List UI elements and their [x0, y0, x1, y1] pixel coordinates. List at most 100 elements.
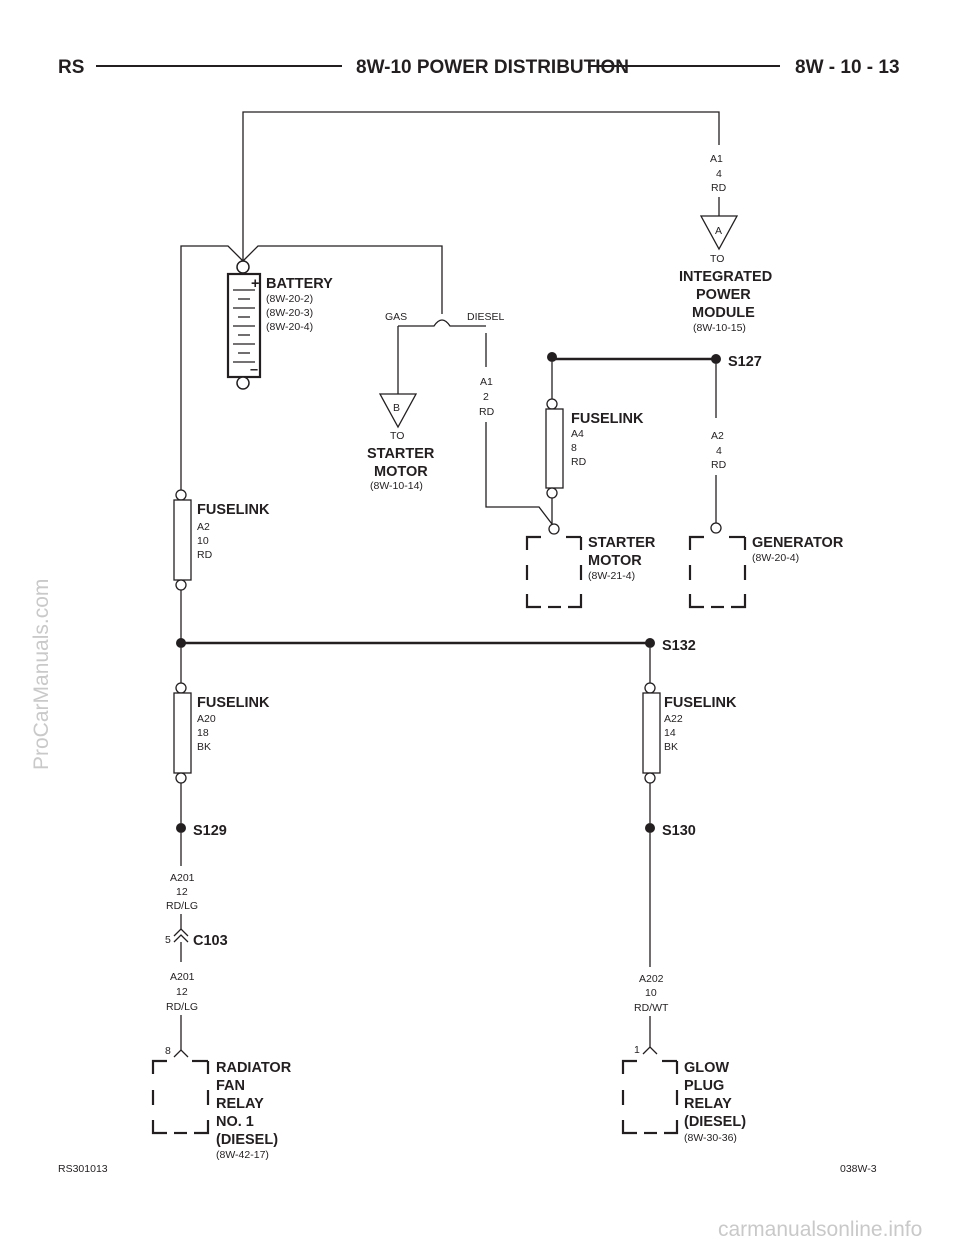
fuselink-a4-circuit: A4 — [571, 428, 584, 440]
glow-relay-pin: 1 — [634, 1044, 640, 1056]
s127-right-node — [711, 354, 721, 364]
connector-a-letter: A — [715, 225, 722, 237]
connector-a-to: TO — [710, 253, 724, 265]
battery-minus-sign: – — [250, 362, 258, 378]
wire-a2-gen-color: RD — [711, 459, 727, 471]
s132-right-node — [645, 638, 655, 648]
diesel-variant-label: DIESEL — [467, 311, 505, 323]
splice-s132-label: S132 — [662, 638, 696, 654]
radiator-relay-name-line-3: RELAY — [216, 1096, 264, 1112]
wire-a1-ipm-color: RD — [711, 182, 727, 194]
c103-pin: 5 — [165, 934, 171, 946]
header-section-code: RS — [58, 57, 84, 78]
starter-gas-name-line-1: STARTER — [367, 446, 435, 462]
side-watermark: ProCarManuals.com — [30, 579, 53, 770]
c103-label: C103 — [193, 933, 228, 949]
wire-a2-gen-circuit: A2 — [711, 430, 724, 442]
radiator-relay-name-line-4: NO. 1 — [216, 1114, 254, 1130]
starter-diesel-ref: (8W-21-4) — [588, 570, 635, 582]
wire-a1-ipm-circuit: A1 — [710, 153, 723, 165]
wire-a202-gauge: 10 — [645, 987, 657, 999]
radiator-relay-pin-symbol — [173, 1049, 189, 1058]
ipm-name-line-3: MODULE — [692, 305, 755, 321]
fuselink-a22-circuit: A22 — [664, 713, 683, 725]
glow-relay-box — [621, 1059, 679, 1135]
s127-left-node — [547, 352, 557, 362]
generator-terminal — [710, 522, 722, 534]
radiator-relay-name-line-5: (DIESEL) — [216, 1132, 278, 1148]
wire-a1-ipm-gauge: 4 — [716, 168, 722, 180]
wire-a1-diesel-color: RD — [479, 406, 495, 418]
fuselink-a2-color: RD — [197, 549, 213, 561]
glow-relay-name-line-1: GLOW — [684, 1060, 729, 1076]
fuselink-a20-label: FUSELINK — [197, 695, 270, 711]
starter-gas-name-line-2: MOTOR — [374, 464, 428, 480]
wire-a2-gen-gauge: 4 — [716, 445, 722, 457]
s129-node — [176, 823, 186, 833]
s130-node — [645, 823, 655, 833]
footer-right-code: 038W-3 — [840, 1163, 877, 1175]
glow-relay-name-line-3: RELAY — [684, 1096, 732, 1112]
starter-gas-ref: (8W-10-14) — [370, 480, 423, 492]
radiator-relay-name-line-2: FAN — [216, 1078, 245, 1094]
connector-b-triangle — [378, 393, 418, 429]
c103-connector-symbol — [173, 928, 189, 943]
battery-positive-wiring — [180, 111, 720, 529]
battery-plus-sign: + — [251, 276, 259, 292]
wire-a201-lower-color: RD/LG — [166, 1001, 198, 1013]
connector-b-to: TO — [390, 430, 404, 442]
wire-a1-diesel-circuit: A1 — [480, 376, 493, 388]
connector-a-triangle — [699, 215, 739, 251]
generator-box — [688, 535, 747, 609]
fuselink-a22-gauge: 14 — [664, 727, 676, 739]
wire-a201-upper-circuit: A201 — [170, 872, 195, 884]
fuselink-a4 — [545, 398, 564, 499]
ipm-ref: (8W-10-15) — [693, 322, 746, 334]
battery-ref-1: (8W-20-2) — [266, 293, 313, 305]
splice-s130-label: S130 — [662, 823, 696, 839]
glow-relay-name-line-4: (DIESEL) — [684, 1114, 746, 1130]
header-page-number: 8W - 10 - 13 — [795, 57, 900, 78]
radiator-relay-pin: 8 — [165, 1045, 171, 1057]
fuselink-a22-label: FUSELINK — [664, 695, 737, 711]
fuselink-a22-color: BK — [664, 741, 678, 753]
wire-a201-lower-gauge: 12 — [176, 986, 188, 998]
battery-ref-3: (8W-20-4) — [266, 321, 313, 333]
radiator-relay-ref: (8W-42-17) — [216, 1149, 269, 1161]
battery-symbol — [226, 260, 262, 390]
fuselink-a20-gauge: 18 — [197, 727, 209, 739]
fuselink-a4-gauge: 8 — [571, 442, 577, 454]
fuselink-a20-color: BK — [197, 741, 211, 753]
fuselink-a2-circuit: A2 — [197, 521, 210, 533]
ipm-name-line-1: INTEGRATED — [679, 269, 772, 285]
wire-a1-diesel-gauge: 2 — [483, 391, 489, 403]
glow-relay-ref: (8W-30-36) — [684, 1132, 737, 1144]
fuselink-a4-label: FUSELINK — [571, 411, 644, 427]
wire-a201-lower-circuit: A201 — [170, 971, 195, 983]
starter-diesel-name-line-2: MOTOR — [588, 553, 642, 569]
s132-left-node — [176, 638, 186, 648]
wire-a201-upper-gauge: 12 — [176, 886, 188, 898]
fuselink-a2 — [173, 489, 192, 591]
wire-a202-color: RD/WT — [634, 1002, 669, 1014]
fuselink-a20-circuit: A20 — [197, 713, 216, 725]
gas-variant-label: GAS — [385, 311, 407, 323]
splice-s129-label: S129 — [193, 823, 227, 839]
battery-ref-2: (8W-20-3) — [266, 307, 313, 319]
radiator-relay-name-line-1: RADIATOR — [216, 1060, 292, 1076]
fuselink-a2-gauge: 10 — [197, 535, 209, 547]
ipm-name-line-2: POWER — [696, 287, 751, 303]
generator-name: GENERATOR — [752, 535, 844, 551]
wire-a201-upper-color: RD/LG — [166, 900, 198, 912]
footer-left-code: RS301013 — [58, 1163, 108, 1175]
glow-relay-pin-symbol — [642, 1046, 658, 1055]
header-title: 8W-10 POWER DISTRIBUTION — [356, 57, 629, 78]
fuselink-a4-color: RD — [571, 456, 587, 468]
generator-ref: (8W-20-4) — [752, 552, 799, 564]
wire-a202-circuit: A202 — [639, 973, 664, 985]
radiator-relay-box — [151, 1059, 210, 1135]
fuselink-a22 — [642, 682, 661, 784]
starter-motor-terminal — [548, 523, 560, 535]
bottom-watermark: carmanualsonline.info — [718, 1218, 922, 1241]
